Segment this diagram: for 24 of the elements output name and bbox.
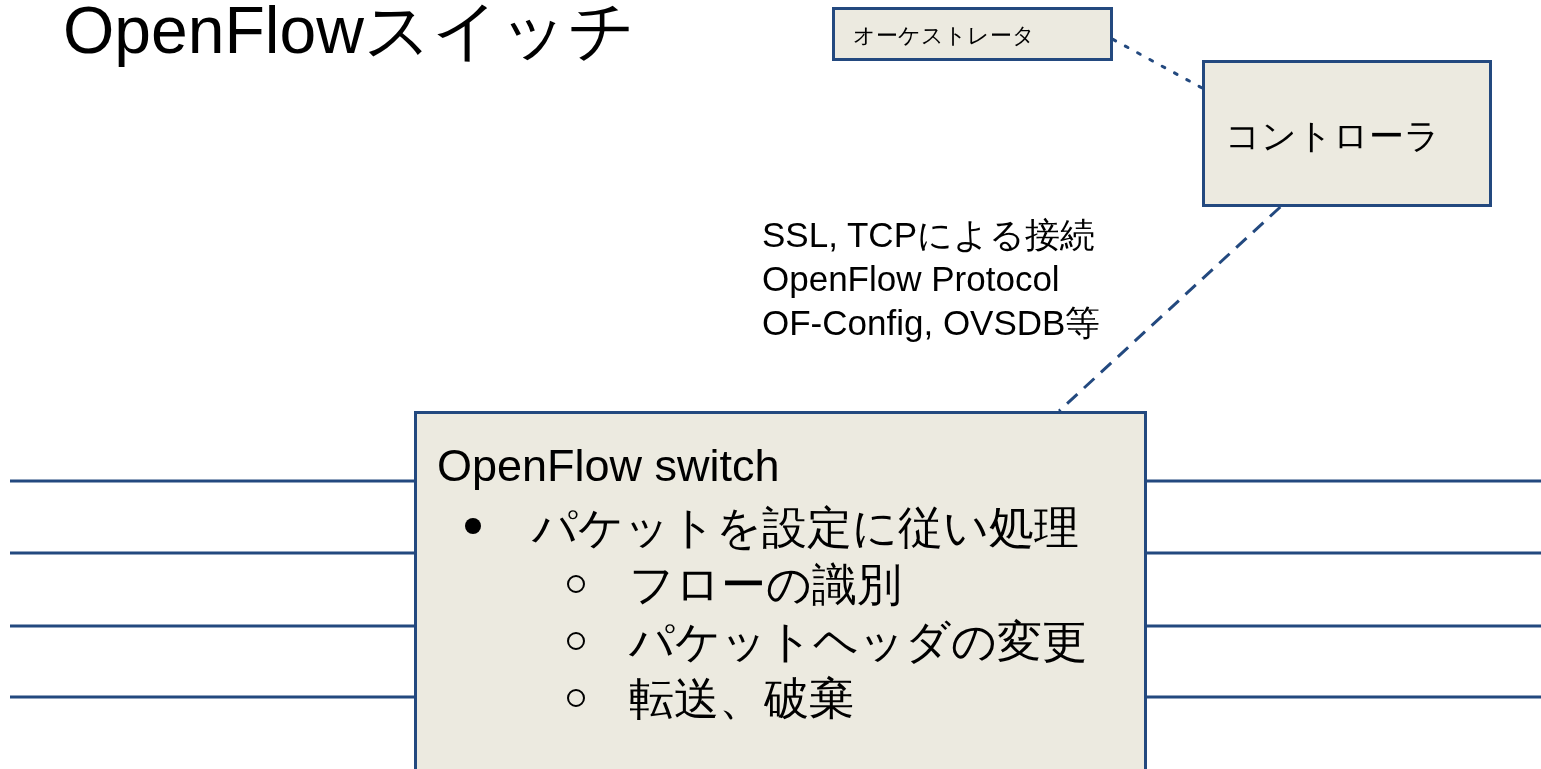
dashed-connector xyxy=(1058,205,1282,413)
list-item: パケットを設定に従い処理 xyxy=(532,501,1079,555)
connector-line xyxy=(1147,624,1541,628)
connector-line xyxy=(1147,695,1541,699)
list-item: フローの識別 xyxy=(629,558,902,612)
box-label: オーケストレータ xyxy=(853,22,1035,50)
title: OpenFlowスイッチ xyxy=(63,0,636,66)
connector-line xyxy=(10,551,414,555)
list-item: 転送、破棄 xyxy=(629,672,854,726)
list-item: パケットヘッダの変更 xyxy=(629,615,1087,669)
component-box xyxy=(1202,60,1492,207)
connector-line xyxy=(1147,551,1541,555)
connector-line xyxy=(10,624,414,628)
connector-line xyxy=(1147,479,1541,483)
connector-line xyxy=(10,479,414,483)
box-label: コントローラ xyxy=(1225,115,1440,157)
protocol-note: SSL, TCPによる接続 xyxy=(762,214,1095,256)
dotted-connector xyxy=(1111,37,1204,90)
switch-box xyxy=(414,411,1147,769)
protocol-note: OF-Config, OVSDB等 xyxy=(762,302,1101,344)
connector-line xyxy=(10,695,414,699)
component-box xyxy=(832,7,1113,61)
box-label: OpenFlow switch xyxy=(437,440,780,492)
protocol-note: OpenFlow Protocol xyxy=(762,258,1060,300)
